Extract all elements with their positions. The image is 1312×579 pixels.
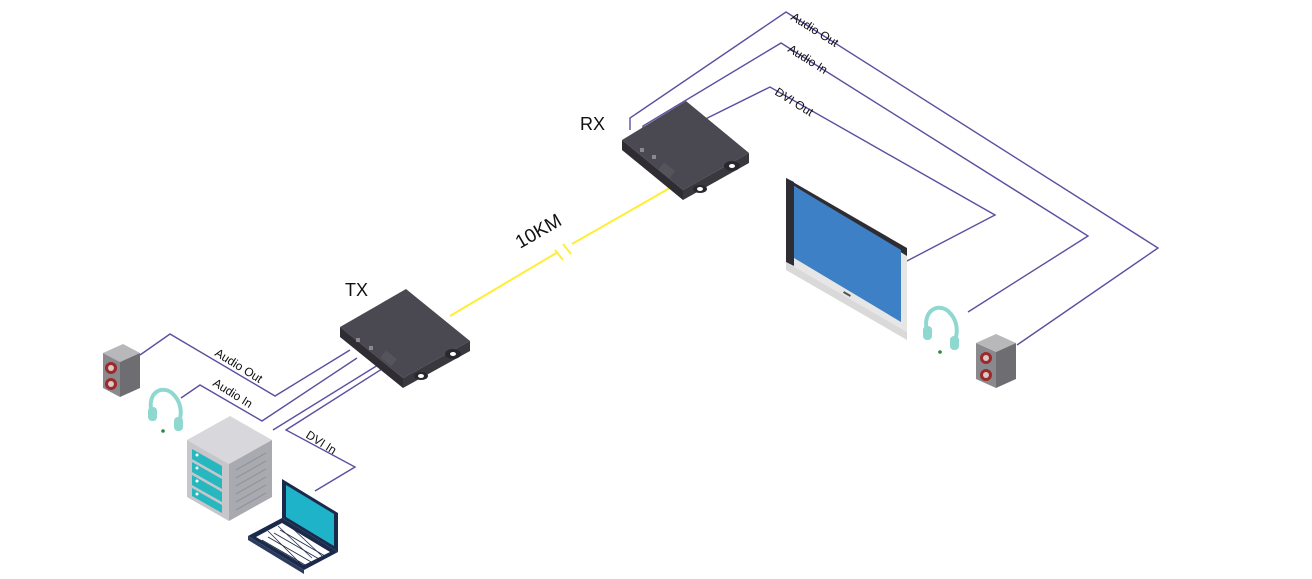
tx-server-cable [272,364,379,431]
rx-audio-in-label: Audio In [785,42,830,77]
rx-dvi-out-label: DVI Out [772,85,816,120]
headphones-icon [923,305,959,354]
fiber-link: 10KM [449,180,683,317]
tx-device: TX [340,280,470,388]
server-slots [192,449,222,513]
headphones-icon [148,387,183,433]
tx-cables [139,333,386,492]
server-icon [187,416,272,521]
tx-dvi-in-label: DVI In [303,428,339,458]
tx-audio-in-cable [180,357,358,422]
tx-dvi-in-cable [284,366,386,492]
rx-audio-out-cable [629,11,1160,346]
fiber-distance-label: 10KM [512,210,565,253]
monitor-icon [786,178,907,340]
tx-audio-out-cable [139,333,351,397]
laptop-icon [248,479,338,574]
speaker-icon [103,344,140,397]
speaker-icon [976,334,1016,388]
rx-label: RX [580,114,605,134]
tx-label: TX [345,280,368,300]
rx-device: RX [580,101,749,200]
